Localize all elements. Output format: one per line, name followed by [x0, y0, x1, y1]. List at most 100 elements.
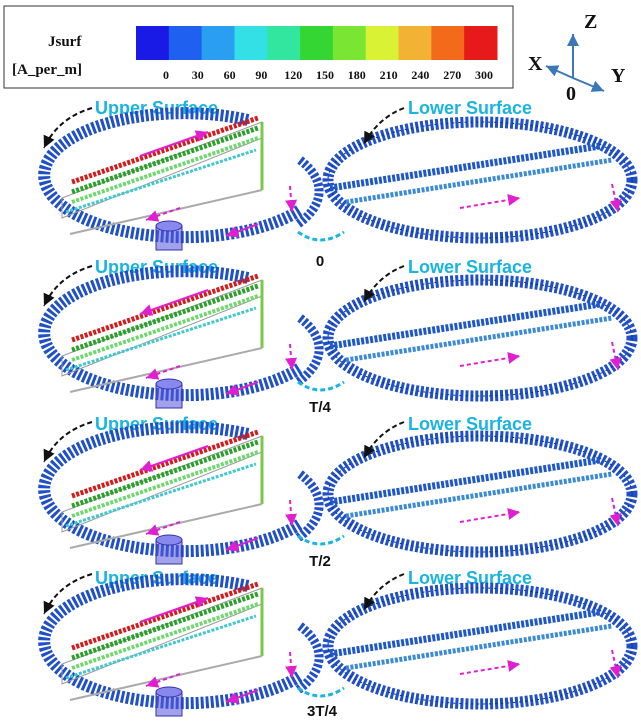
side-arrow-dashed [285, 185, 298, 213]
current-arrow-dashed [145, 521, 181, 536]
colorbar-swatch [300, 26, 334, 60]
hot-strip-red [71, 115, 259, 185]
upper-ring-end [295, 470, 324, 542]
colorbar-tick-label: 150 [316, 68, 334, 82]
antenna-rows [38, 107, 638, 717]
lower-pointer-arrow [363, 265, 405, 303]
ring-current-arrow [225, 223, 259, 238]
lower-current-arrow [459, 194, 521, 209]
upper-pointer-arrow [43, 573, 93, 615]
x-axis-line [545, 65, 574, 79]
lower-surface-label-2: Lower Surface [408, 414, 532, 434]
colorbar-tick-label: 300 [475, 68, 493, 82]
lower-side-arrow [609, 341, 622, 371]
lower-strip-1 [329, 142, 601, 192]
lower-current-arrow [459, 508, 521, 523]
upper-pointer-arrow [43, 421, 93, 463]
ring-current-arrow [225, 537, 259, 552]
antenna-row-0 [38, 107, 638, 251]
colorbar-tick-label: 180 [348, 68, 366, 82]
lower-ring-texture [327, 587, 633, 705]
strip-cyan [65, 614, 257, 680]
strip-cyan [65, 462, 257, 528]
feed-port-top [155, 378, 183, 390]
upper-ring-end [295, 314, 324, 386]
phase-label-3: 3T/4 [307, 703, 338, 720]
current-arrow-dashed [145, 365, 181, 380]
lower-pointer-arrow [363, 573, 405, 611]
current-arrow [139, 289, 209, 316]
legend-unit: [A_per_m] [12, 62, 82, 78]
phase-arc [297, 686, 345, 698]
feed-port-top [155, 686, 183, 698]
upper-pointer-arrow [43, 107, 93, 149]
lower-surface-label-3: Lower Surface [408, 568, 532, 588]
colorbar-swatch [267, 26, 301, 60]
colorbar-tick-label: 210 [380, 68, 398, 82]
lower-ring-texture [327, 279, 633, 397]
lower-strip-1 [329, 300, 601, 350]
y-axis-line [572, 77, 605, 92]
hot-strip-red [71, 581, 259, 651]
lower-strip-1 [329, 456, 601, 506]
strip-cyan [65, 306, 257, 372]
side-arrow-dashed [285, 499, 298, 527]
antenna-row-2 [38, 421, 638, 565]
strip-green [71, 591, 259, 661]
strip-green [71, 439, 259, 509]
phase-arc [297, 380, 345, 392]
current-arrow-dashed [145, 673, 181, 688]
current-arrow [139, 445, 209, 472]
lower-side-arrow [609, 497, 622, 527]
colorbar-swatch [431, 26, 465, 60]
lower-surface-label-1: Lower Surface [408, 257, 532, 277]
strip-light-green [71, 450, 259, 518]
strip-green [71, 125, 259, 195]
colorbar-tick-label: 30 [192, 68, 204, 82]
lower-pointer-arrow [363, 421, 405, 459]
lower-ring-texture [327, 435, 633, 553]
origin-label: 0 [566, 83, 576, 105]
upper-pointer-arrow [43, 265, 93, 307]
colorbar-swatch [201, 26, 235, 60]
colorbar-swatch [168, 26, 203, 60]
ring-current-arrow [225, 689, 259, 704]
current-arrow-dashed [145, 207, 181, 222]
hot-strip-red [71, 273, 259, 343]
colorbar-tick-label: 270 [443, 68, 461, 82]
phase-labels: 0 T/4 T/2 3T/4 [307, 253, 338, 720]
feed-port-top [155, 220, 183, 232]
colorbar-swatch [136, 26, 170, 60]
lower-surface-label-0: Lower Surface [408, 98, 532, 118]
axis-triad: Z X Y 0 [528, 11, 626, 105]
colorbar-tick-label: 120 [284, 68, 302, 82]
lower-side-arrow [609, 183, 622, 213]
x-axis-label: X [528, 53, 543, 75]
antenna-row-1 [38, 265, 638, 409]
phase-label-2: T/2 [309, 553, 331, 570]
strip-light-green [71, 294, 259, 362]
phase-arc [297, 534, 345, 546]
colorbar-tick-label: 60 [224, 68, 236, 82]
y-axis-label: Y [611, 65, 626, 87]
lower-strip-1 [329, 608, 601, 658]
colorbar-tick-label: 90 [255, 68, 267, 82]
colorbar-tick-label: 0 [163, 68, 169, 82]
phase-arc [297, 230, 345, 242]
lower-pointer-arrow [363, 107, 405, 145]
colorbar-swatch [365, 26, 400, 60]
current-arrow [139, 596, 209, 623]
colorbar-swatches [136, 26, 498, 60]
phase-label-1: T/4 [309, 399, 331, 416]
current-arrow [139, 130, 209, 157]
colorbar-swatch [234, 26, 268, 60]
antenna-row-3 [38, 573, 638, 717]
side-arrow-dashed [285, 651, 298, 679]
colorbar-swatch [464, 26, 498, 60]
strip-green [71, 283, 259, 353]
colorbar-swatch [332, 26, 367, 60]
lower-side-arrow [609, 649, 622, 679]
